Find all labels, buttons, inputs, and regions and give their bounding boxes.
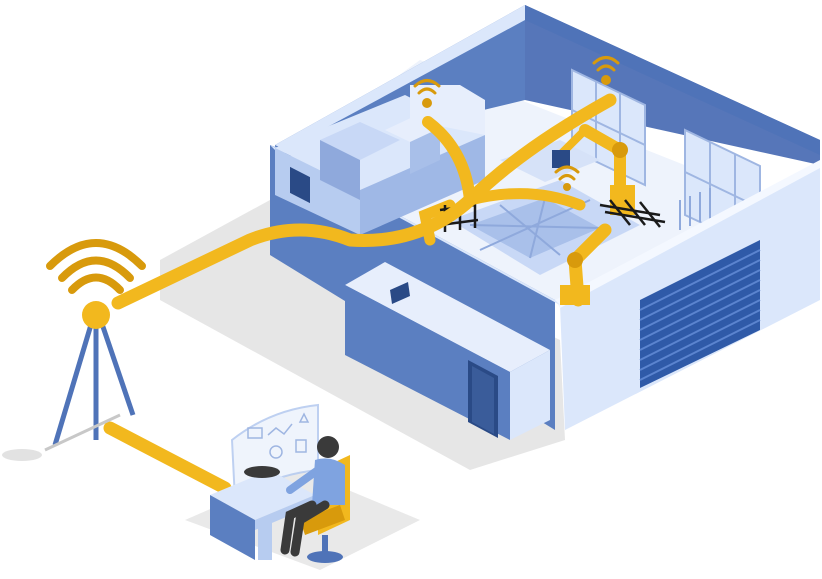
wifi-signal-icon — [413, 56, 620, 191]
operator-station — [210, 403, 350, 563]
annex-building — [345, 262, 550, 440]
operator-avatar — [280, 436, 345, 557]
garage-shutter-icon — [639, 240, 761, 388]
factory-building — [270, 5, 820, 440]
antenna-tower-icon — [44, 239, 146, 452]
robot-workcell — [450, 140, 711, 275]
data-cable — [103, 93, 617, 495]
